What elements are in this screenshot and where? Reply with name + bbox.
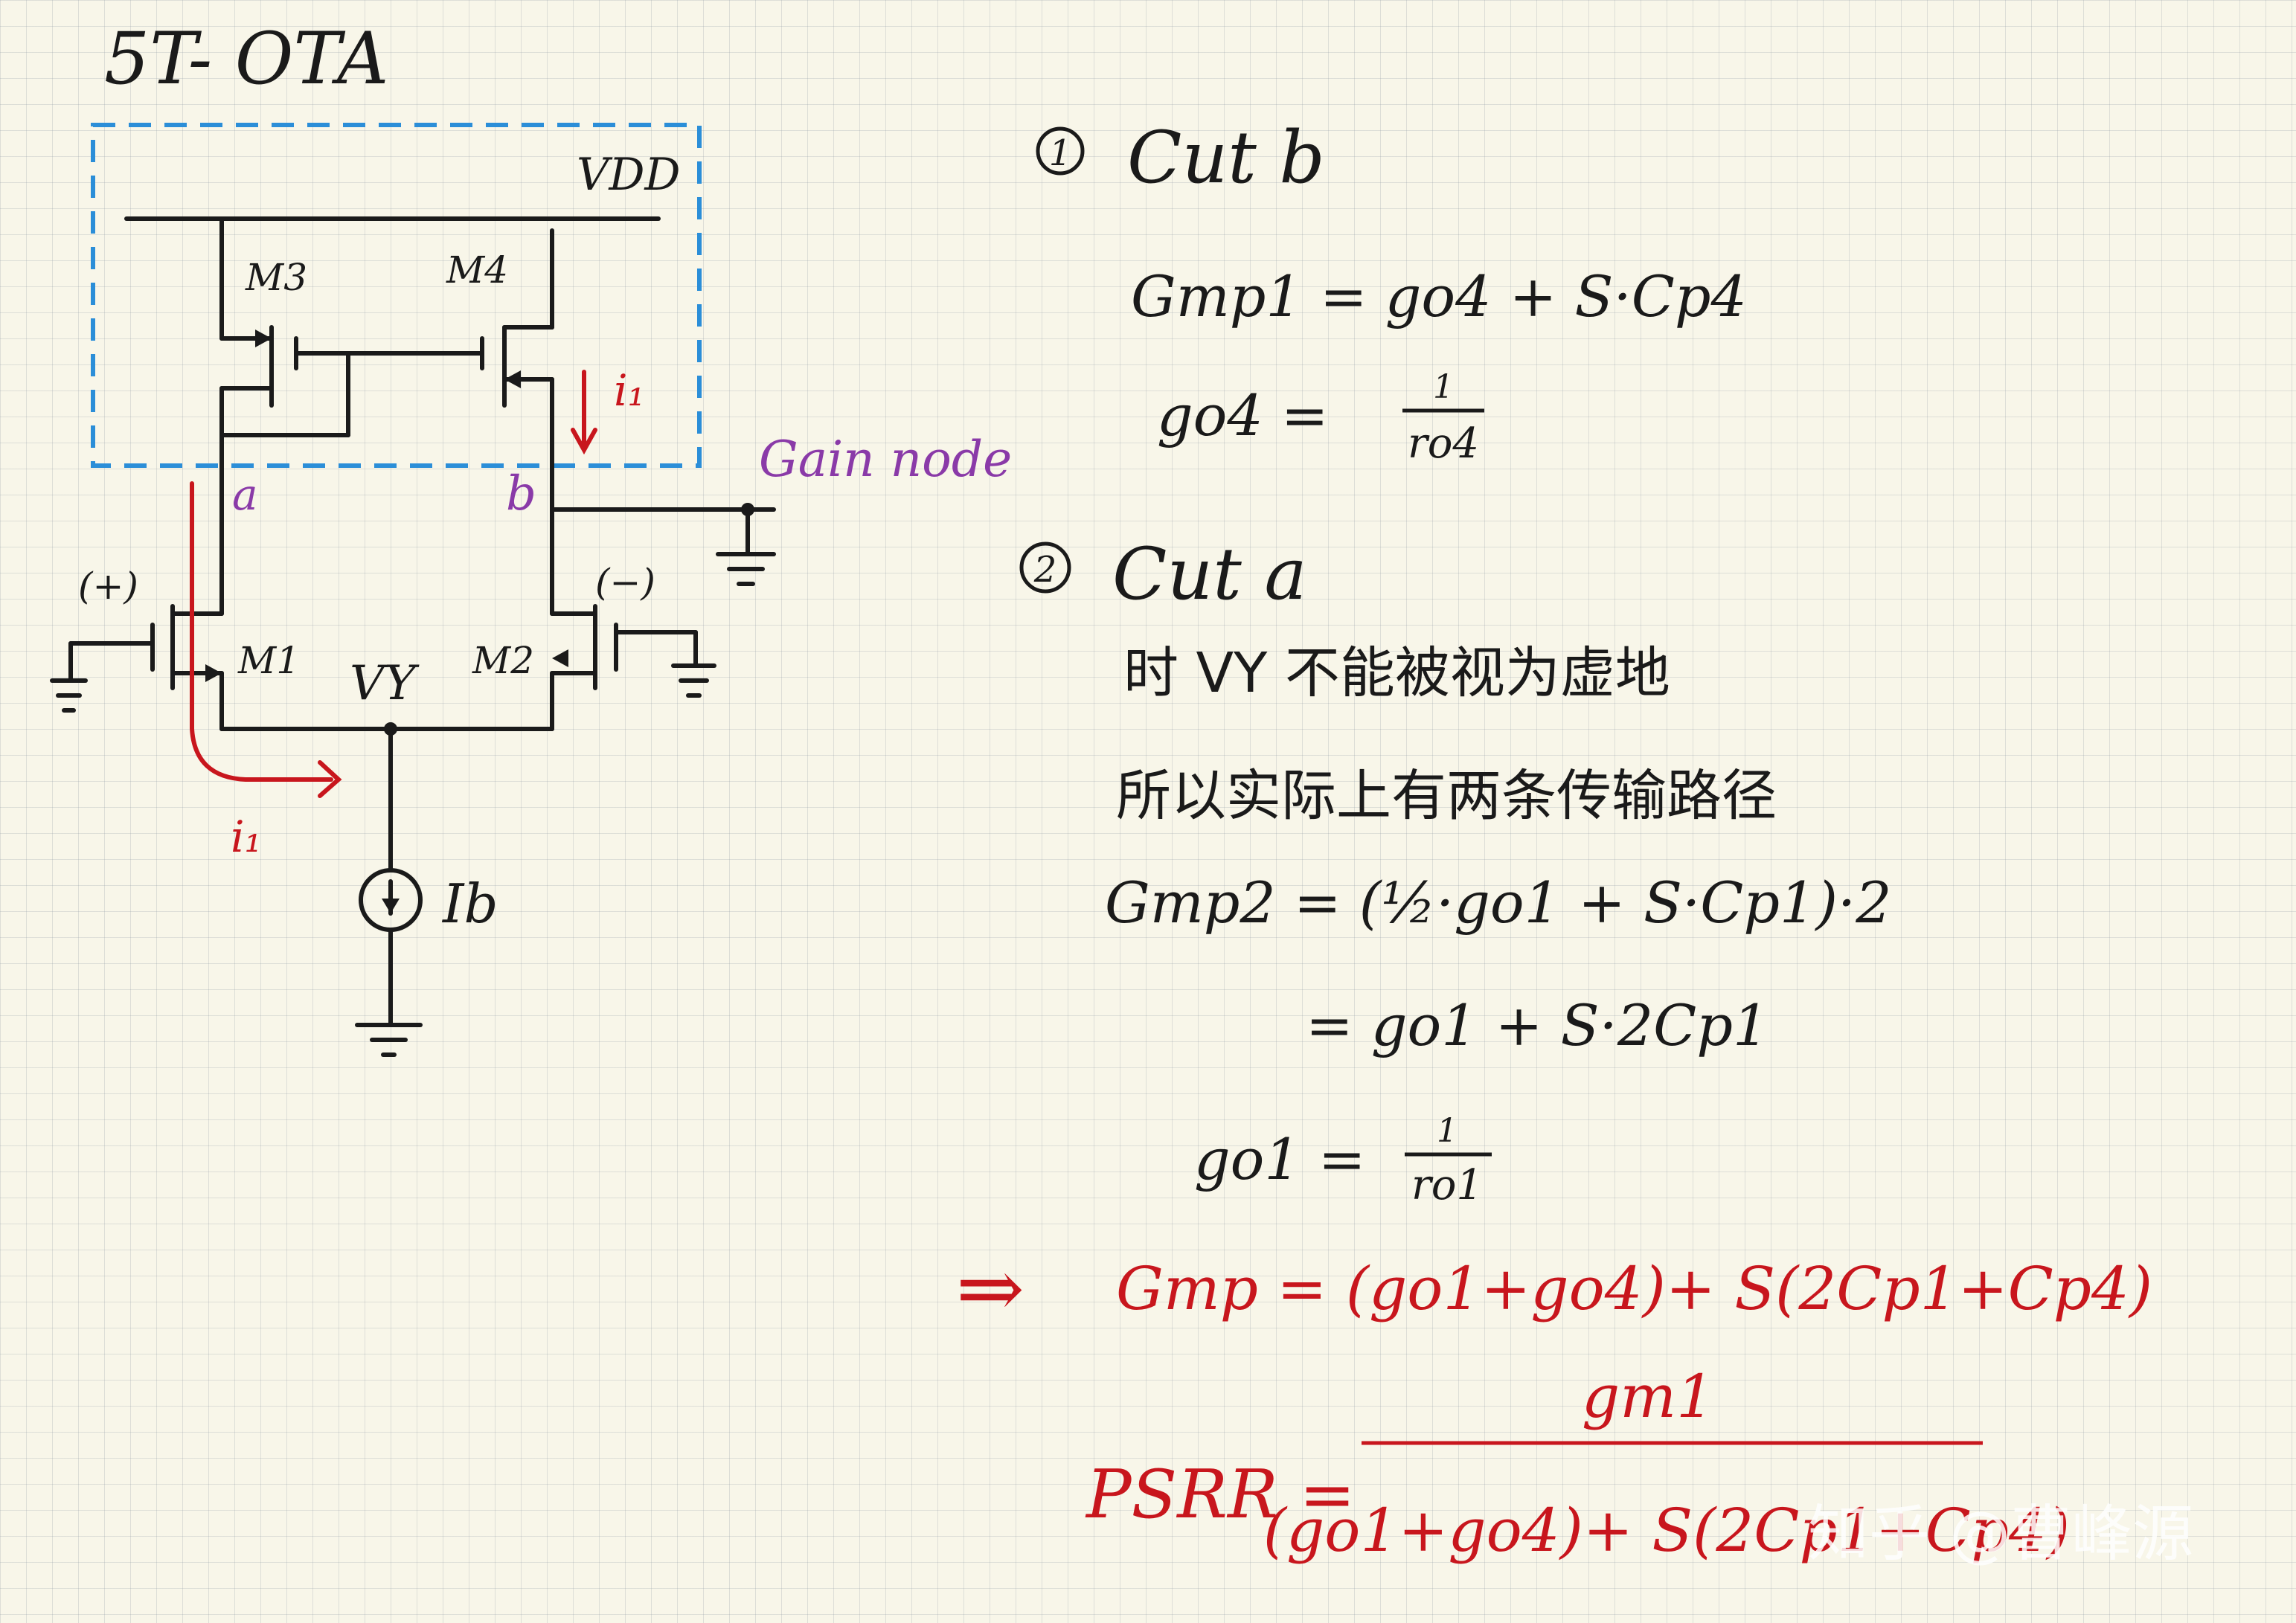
m2-arrow	[552, 649, 568, 667]
psrr-denominator: (go1+go4)+ S(2Cp1+Cp4)	[1263, 1496, 2070, 1565]
step2-circle	[1019, 541, 1071, 594]
eq-gmp2-simplified: = go1 + S·2Cp1	[1306, 992, 1769, 1058]
step1-circle	[1036, 126, 1085, 176]
current-source-arrow	[382, 899, 400, 913]
minus-input-label: (−)	[595, 561, 655, 604]
pmos-load-box	[91, 123, 702, 468]
eq-gmp1: Gmp1 = go4 + S·Cp4	[1131, 263, 1747, 330]
m2-label: M2	[472, 639, 534, 682]
psrr-numerator: gm1	[1582, 1362, 1714, 1431]
node-b-label: b	[506, 466, 536, 521]
node-a-label: a	[232, 469, 258, 520]
note-two-paths: 所以实际上有两条传输路径	[1116, 764, 1777, 828]
plus-input-label: (+)	[78, 565, 138, 608]
psrr-lhs: PSRR =	[1085, 1456, 1356, 1534]
current-path	[190, 370, 597, 798]
m1-arrow	[205, 664, 222, 682]
note-vy-not-virtual-ground: 时 VY 不能被视为虚地	[1123, 641, 1670, 705]
step2-heading: Cut a	[1112, 533, 1307, 616]
vy-label: VY	[350, 656, 420, 711]
circuit-schematic	[50, 216, 776, 1057]
page-title: 5T- OTA	[104, 17, 389, 100]
m4-label: M4	[446, 248, 508, 292]
eq-gmp-total: Gmp = (go1+go4)+ S(2Cp1+Cp4)	[1116, 1254, 2152, 1323]
m4-arrow	[504, 370, 521, 388]
eq-go1-lhs: go1 =	[1194, 1126, 1366, 1192]
vdd-label: VDD	[577, 149, 681, 201]
gain-node-label: Gain node	[759, 431, 1012, 488]
eq-gmp2: Gmp2 = (½·go1 + S·Cp1)·2	[1105, 870, 1892, 936]
vy-node-dot	[384, 722, 397, 736]
implies-arrow: ⇒	[956, 1241, 1024, 1336]
eq-go4-lhs: go4 =	[1157, 382, 1329, 449]
m3-arrow	[255, 330, 272, 347]
eq-go1-den: ro1	[1411, 1161, 1483, 1209]
step2-number: 2	[1033, 549, 1057, 591]
watermark: 知乎 @曹峰源	[1808, 1499, 2193, 1569]
m3-label: M3	[245, 256, 307, 299]
i1-path-arrow	[190, 481, 333, 782]
m1-label: M1	[237, 639, 300, 682]
eq-go4-den: ro4	[1408, 420, 1479, 468]
ib-label: Ib	[441, 872, 498, 935]
step1-number: 1	[1049, 132, 1072, 174]
eq-go1-num: 1	[1437, 1112, 1458, 1150]
gain-node-dot	[741, 503, 754, 516]
circuit-markers	[205, 330, 754, 913]
step1-heading: Cut b	[1127, 116, 1325, 199]
eq-go4-num: 1	[1433, 368, 1454, 406]
i1-label-bottom: i₁	[231, 812, 262, 862]
i1-label-top: i₁	[614, 365, 645, 416]
